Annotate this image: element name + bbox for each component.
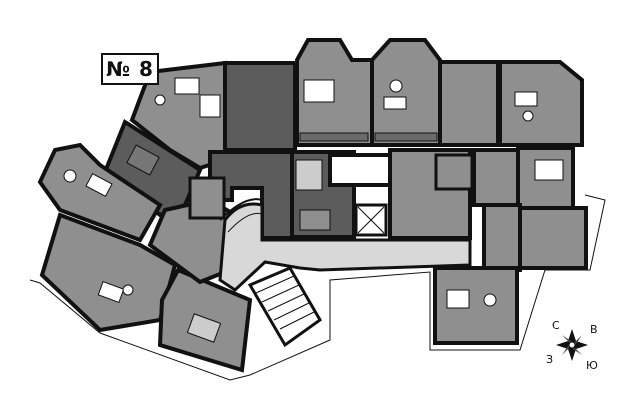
apartment-number-label: № 8	[106, 57, 154, 81]
outer-boundary	[29, 194, 606, 381]
apartment-left-upper	[37, 142, 163, 243]
compass-south-label: Ю	[586, 359, 598, 372]
room-dark-top	[223, 61, 297, 152]
apartment-top-center	[295, 38, 374, 147]
compass-north-label: С	[552, 319, 560, 332]
apartment-middle-right	[388, 146, 588, 272]
apartment-top-center-right	[370, 38, 442, 147]
apartment-bottom-right	[433, 266, 519, 345]
compass-west-label: З	[546, 353, 553, 366]
room-top-right-1	[438, 60, 500, 147]
staircase-main	[247, 266, 322, 348]
corridor	[218, 198, 472, 292]
room-left-center	[147, 176, 238, 285]
compass-rose-icon: С В З Ю	[546, 319, 598, 372]
compass-east-label: В	[590, 323, 598, 336]
apartment-number-badge: № 8	[101, 53, 159, 85]
apartment-top-right	[498, 60, 584, 147]
apartment-bottom-left	[157, 267, 253, 373]
